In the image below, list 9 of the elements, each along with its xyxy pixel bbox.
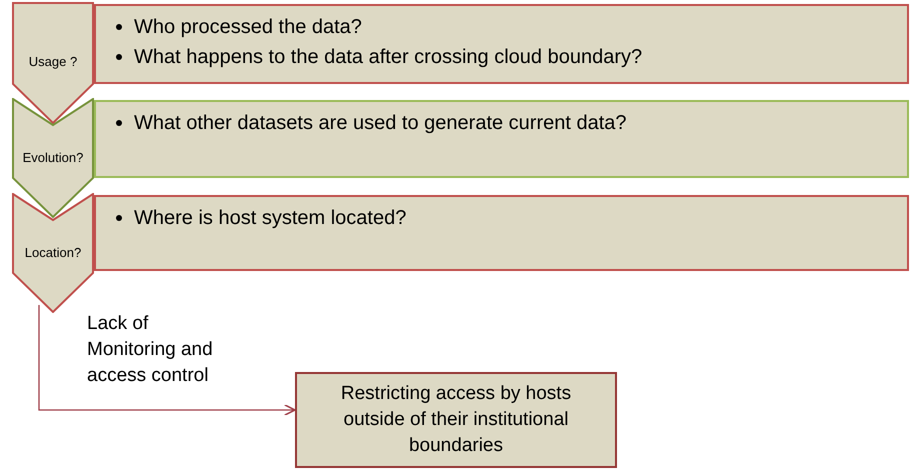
- step-label: Evolution?: [22, 150, 84, 165]
- bullet-text: Where is host system located?: [134, 206, 406, 231]
- step-label: Location?: [24, 245, 82, 260]
- step-label: Usage ?: [28, 54, 78, 69]
- bullet-text: Who processed the data?: [134, 15, 362, 40]
- connector-arrow: [38, 305, 296, 416]
- outcome-box: Restricting access by hosts outside of their institutional boundaries: [295, 372, 617, 468]
- bullet-text: What happens to the data after crossing cloud boundary?: [134, 45, 642, 70]
- bullet-text: What other datasets are used to generate current data?: [134, 111, 627, 136]
